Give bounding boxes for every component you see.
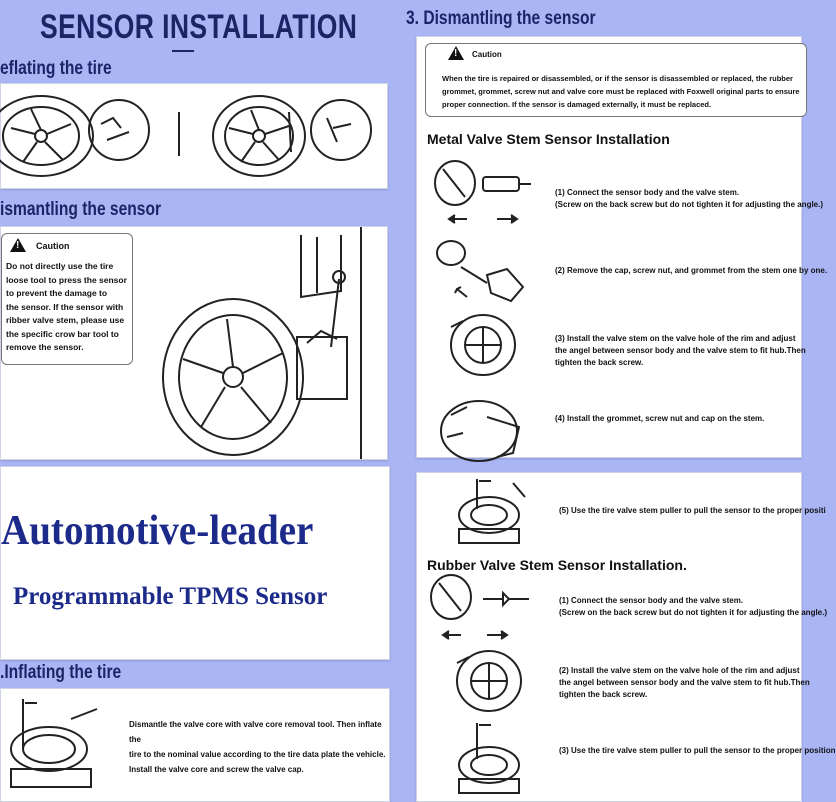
caution-line: to prevent the damage to	[6, 288, 108, 298]
step-line: (Screw on the back screw but do not tigh…	[555, 200, 824, 209]
warning-icon	[448, 46, 464, 60]
step-line: (3) Use the tire valve stem puller to pu…	[559, 746, 836, 755]
title-underline	[172, 50, 194, 52]
brand-tagline: Programmable TPMS Sensor	[13, 583, 328, 610]
step-line: tighten the back screw.	[559, 690, 648, 699]
caution-line: ribber valve stem, please use	[6, 315, 125, 325]
step-line: (4) Install the grommet, screw nut and c…	[555, 414, 765, 423]
inflating-panel: Dismantle the valve core with valve core…	[0, 688, 390, 802]
metal-step-2: (2) Remove the cap, screw nut, and gromm…	[555, 265, 827, 277]
caution-text: Do not directly use the tire loose tool …	[6, 260, 127, 355]
step-line: (2) Install the valve stem on the valve …	[559, 666, 800, 675]
step-line: the angel between sensor body and the va…	[559, 678, 810, 687]
step-line: (2) Remove the cap, screw nut, and gromm…	[555, 266, 828, 275]
rubber-install-title: Rubber Valve Stem Sensor Installation.	[427, 557, 687, 573]
step-line: tighten the back screw.	[555, 358, 644, 367]
inflating-text: Dismantle the valve core with valve core…	[129, 717, 389, 777]
metal-install-title: Metal Valve Stem Sensor Installation	[427, 131, 670, 147]
caution-line: Do not directly use the tire	[6, 261, 114, 271]
rubber-install-panel: (5) Use the tire valve stem puller to pu…	[416, 472, 836, 802]
caution-text-right: When the tire is repaired or disassemble…	[442, 72, 800, 111]
caution-label-right: Caution	[472, 50, 502, 59]
caution-line: When the tire is repaired or disassemble…	[442, 74, 793, 83]
step-line: (1) Connect the sensor body and the valv…	[555, 188, 740, 197]
caution-box-right: Caution When the tire is repaired or dis…	[425, 43, 807, 117]
rubber-install-illustrations	[430, 479, 529, 794]
dismantling-right-title: 3. Dismantling the sensor	[406, 8, 596, 29]
step-line: (Screw on the back screw but do not tigh…	[559, 608, 828, 617]
metal-step-3: (3) Install the valve stem on the valve …	[555, 333, 806, 369]
caution-line: proper connection. If the sensor is dama…	[442, 100, 712, 109]
rubber-step-5: (5) Use the tire valve stem puller to pu…	[559, 506, 826, 515]
warning-icon	[10, 238, 26, 252]
deflating-illustration	[0, 95, 372, 177]
rubber-step-3: (3) Use the tire valve stem puller to pu…	[559, 745, 836, 757]
dismantling-left-panel: Caution Do not directly use the tire loo…	[0, 226, 388, 460]
metal-install-panel: Caution When the tire is repaired or dis…	[416, 36, 827, 462]
step-line: the angel between sensor body and the va…	[555, 346, 806, 355]
inflating-line: Dismantle the valve core with valve core…	[129, 720, 382, 744]
caution-line: remove the sensor.	[6, 342, 84, 352]
step-line: (3) Install the valve stem on the valve …	[555, 334, 796, 343]
caution-line: the specific crow bar tool to	[6, 328, 119, 339]
rubber-step-2: (2) Install the valve stem on the valve …	[559, 665, 810, 701]
caution-line: loose tool to press the sensor	[6, 274, 127, 285]
tire-changer-illustration	[162, 227, 362, 459]
deflating-panel	[0, 83, 388, 189]
page-title: SENSOR INSTALLATION	[40, 8, 358, 46]
brand-name: Automotive-leader	[1, 508, 314, 554]
dismantling-left-title: ismantling the sensor	[0, 199, 162, 220]
metal-install-illustrations	[434, 160, 531, 462]
brand-panel: Automotive-leader Programmable TPMS Sens…	[0, 466, 390, 660]
inflating-title: .Inflating the tire	[0, 662, 122, 683]
metal-step-1: (1) Connect the sensor body and the valv…	[555, 187, 823, 211]
caution-line: grommet, grommet, screw nut and valve co…	[442, 87, 800, 96]
inflating-line: tire to the nominal value according to t…	[129, 750, 386, 759]
inflating-illustration	[10, 699, 98, 788]
deflating-title: eflating the tire	[0, 58, 112, 79]
inflating-line: Install the valve core and screw the val…	[129, 765, 304, 774]
caution-label: Caution	[36, 241, 70, 251]
metal-step-4: (4) Install the grommet, screw nut and c…	[555, 413, 764, 425]
step-line: (1) Connect the sensor body and the valv…	[559, 596, 744, 605]
caution-box: Caution Do not directly use the tire loo…	[1, 233, 133, 365]
caution-line: the sensor. If the sensor with	[6, 301, 124, 312]
rubber-step-1: (1) Connect the sensor body and the valv…	[559, 595, 827, 619]
